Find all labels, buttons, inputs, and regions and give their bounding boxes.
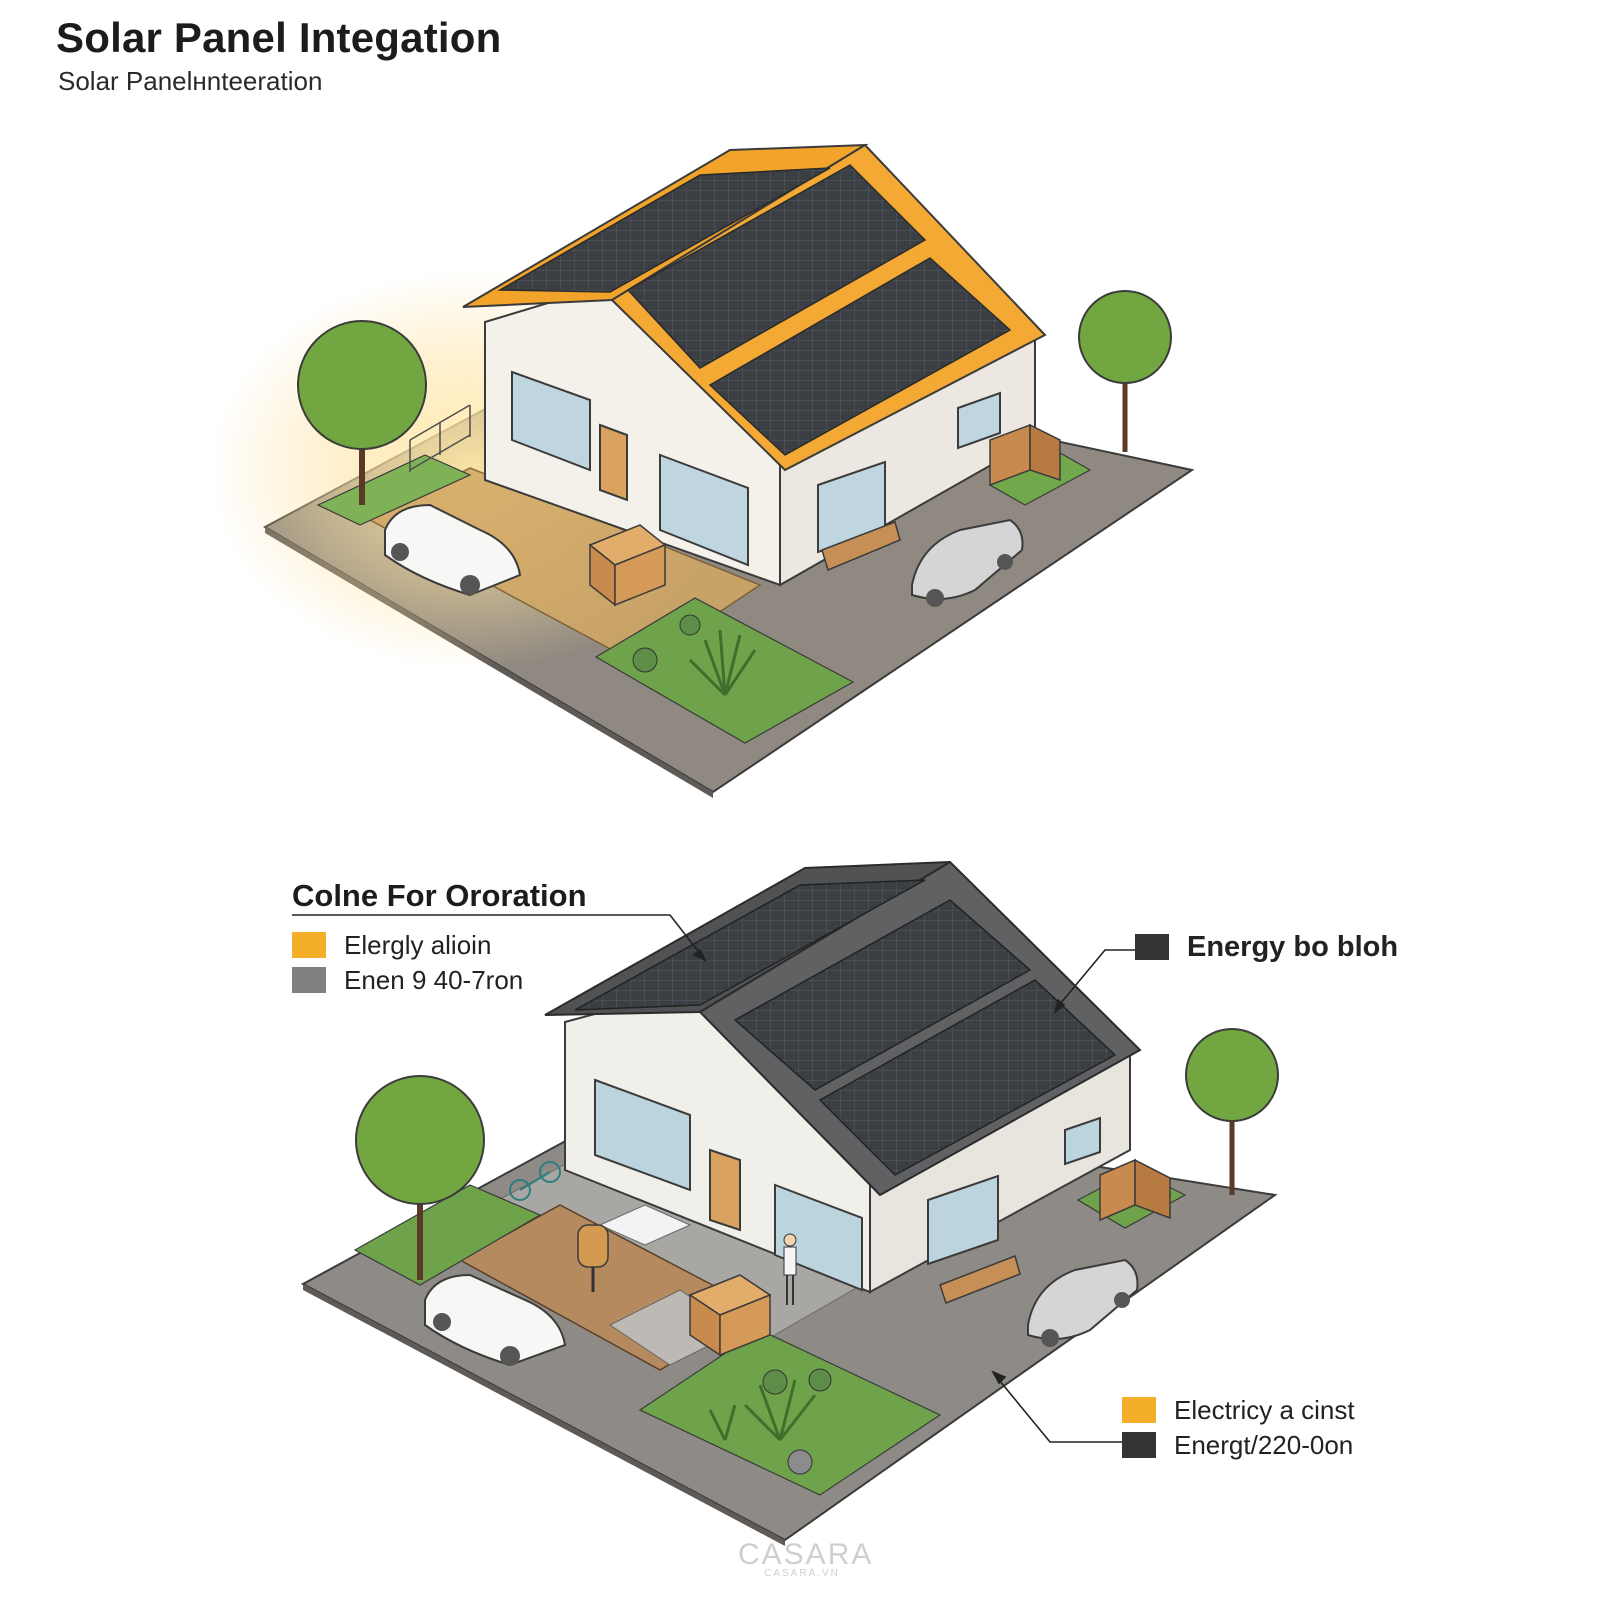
bottom-grass-left <box>353 1184 542 1286</box>
page-subtitle: Solar Panelнnteeration <box>58 66 323 96</box>
legend-label: Energt/220-0on <box>1174 1429 1354 1460</box>
bottom-solar-panels <box>574 879 1117 1176</box>
watermark: CASARA CASARA.VN <box>738 1538 871 1579</box>
watermark-url: CASARA.VN <box>764 1568 840 1579</box>
top-plant <box>688 629 757 697</box>
top-window-2 <box>659 453 749 567</box>
legend-swatch <box>292 932 326 958</box>
bottom-bench <box>939 1255 1021 1304</box>
watermark-brand: CASARA <box>738 1538 874 1571</box>
top-car-gray <box>911 518 1024 607</box>
top-cabinet <box>588 524 667 607</box>
legend-label: Enen 9 40-7ron <box>344 964 524 995</box>
bottom-window-3 <box>927 1174 999 1266</box>
top-tree-right <box>1078 290 1172 452</box>
legend-item: Electricy a cinst <box>1122 1395 1355 1425</box>
bottom-window-4 <box>1064 1116 1101 1166</box>
leader-line-top-right <box>1054 949 1135 1011</box>
bottom-window-1 <box>594 1078 691 1192</box>
legend-item: Enen 9 40-7ron <box>292 965 523 995</box>
top-grass-left <box>316 454 472 526</box>
bottom-car-gray <box>1027 1258 1139 1347</box>
bottom-car-white <box>424 1273 567 1367</box>
bottom-boxes <box>1099 1158 1171 1222</box>
top-tree-left <box>297 320 427 505</box>
top-window-4 <box>957 391 1001 450</box>
bottom-mat <box>598 1204 692 1246</box>
legend-swatch <box>1135 934 1169 960</box>
top-fence <box>409 404 471 472</box>
leader-lines <box>292 914 1135 1443</box>
top-bench <box>821 521 901 572</box>
legend-heading: Colne For Ororation <box>292 878 587 913</box>
legend-item: Energt/220-0on <box>1122 1430 1353 1460</box>
bottom-bike <box>509 1161 561 1201</box>
bottom-person <box>783 1233 797 1305</box>
top-door <box>599 423 628 502</box>
legend-swatch <box>292 967 326 993</box>
top-car-white <box>384 503 522 597</box>
legend-label: Elergly alioin <box>344 929 492 960</box>
legend-label: Energy bo bloh <box>1187 930 1399 963</box>
bottom-door <box>709 1148 741 1232</box>
top-boxes <box>989 423 1061 487</box>
bottom-window-2 <box>774 1183 863 1292</box>
legend-item: Energy bo bloh <box>1135 930 1399 963</box>
top-window-1 <box>511 370 591 472</box>
legend-label: Electricy a cinst <box>1174 1394 1355 1425</box>
bottom-cabinet <box>688 1274 772 1357</box>
legend-item: Elergly alioin <box>292 930 491 960</box>
bottom-chair <box>577 1224 609 1292</box>
bottom-tree-left <box>355 1075 485 1280</box>
bottom-house-scene <box>300 860 1279 1546</box>
top-house-scene <box>210 143 1195 798</box>
bottom-grass-front <box>638 1329 942 1496</box>
leader-line-top-left <box>292 914 706 961</box>
legend-swatch <box>1122 1432 1156 1458</box>
bottom-tree-right <box>1185 1028 1279 1195</box>
bottom-ground-edge <box>303 1284 785 1546</box>
legend-swatch <box>1122 1397 1156 1423</box>
page-title: Solar Panel Integation <box>56 14 502 61</box>
top-solar-panels <box>497 164 1012 456</box>
bottom-plant <box>708 1379 817 1442</box>
leader-line-bottom-right <box>994 1374 1122 1443</box>
